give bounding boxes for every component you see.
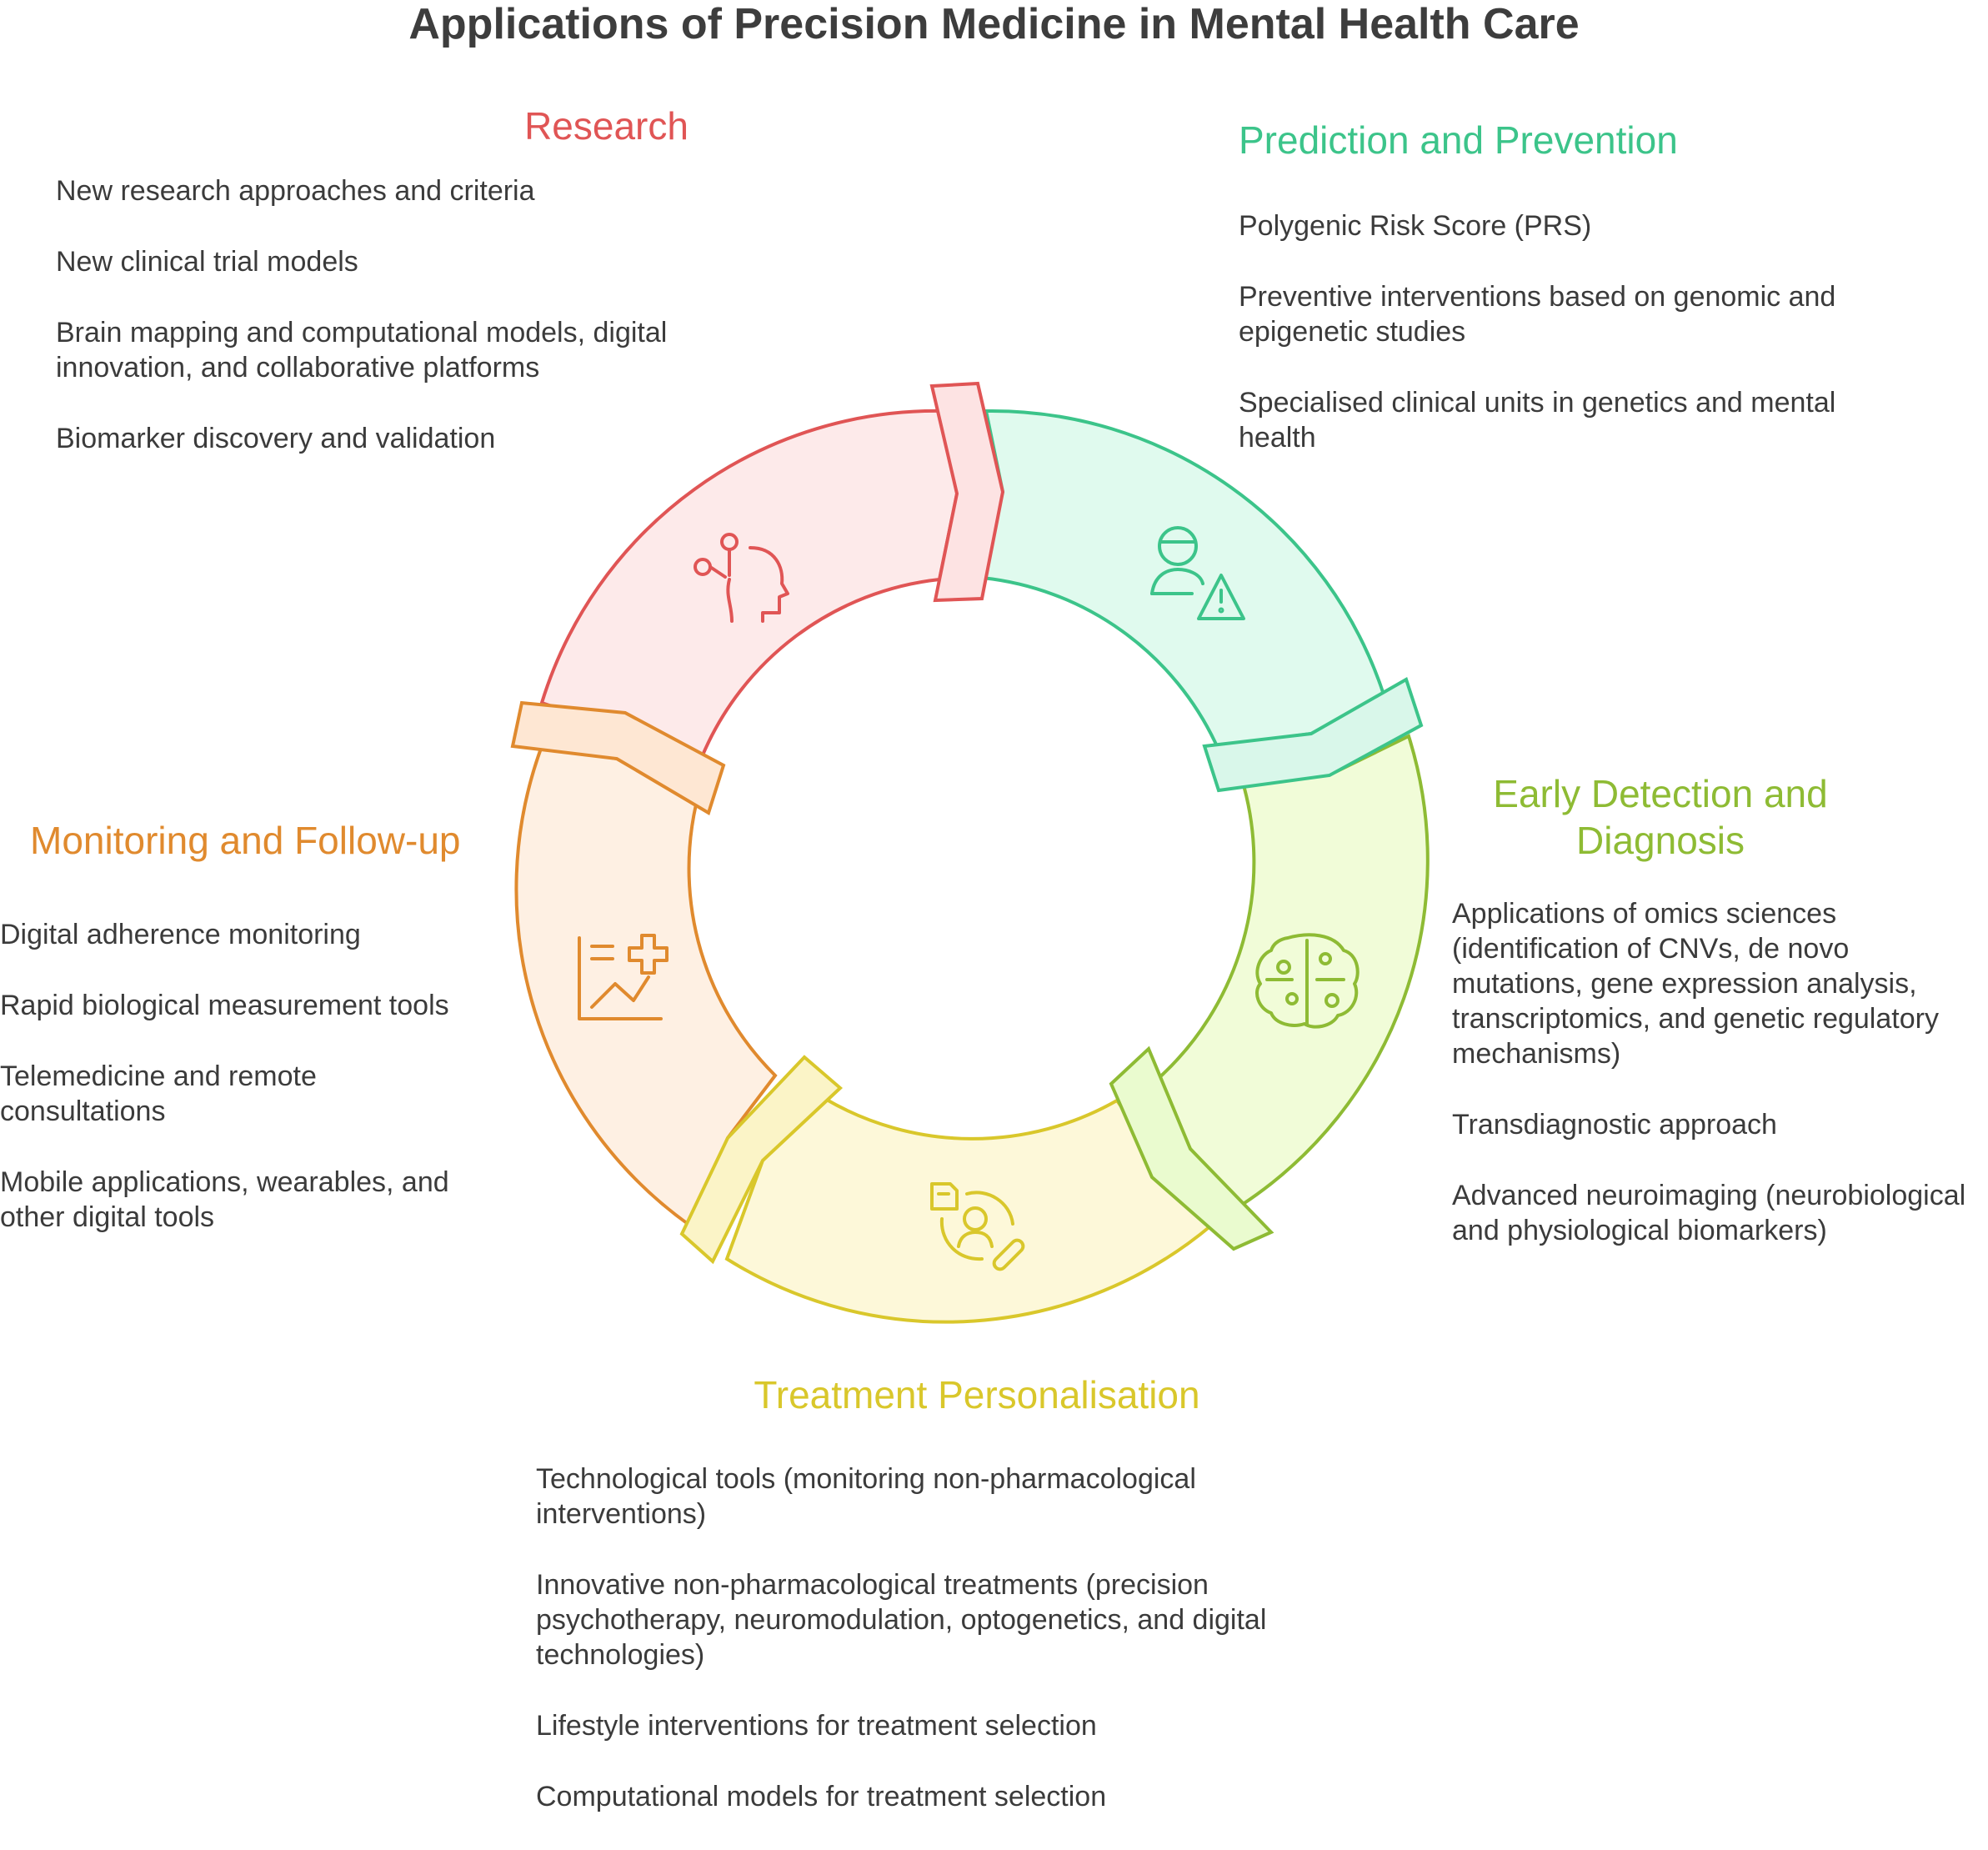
- list-item: Specialised clinical units in genetics a…: [1239, 387, 1836, 454]
- prediction-list: Polygenic Risk Score (PRS) Preventive in…: [1239, 208, 1839, 491]
- segment-prediction: [979, 409, 1386, 749]
- connector-monitoring-research: [510, 700, 726, 816]
- list-item: Digital adherence monitoring: [0, 919, 361, 950]
- prediction-heading: Prediction and Prevention: [1239, 118, 1678, 162]
- list-item: New research approaches and criteria: [56, 175, 535, 207]
- person-warning-icon: [1150, 526, 1245, 620]
- segment-research: [539, 409, 964, 760]
- list-item: Preventive interventions based on genomi…: [1239, 281, 1836, 348]
- connector-research-prediction: [929, 381, 1005, 603]
- monitoring-heading: Monitoring and Follow-up: [30, 819, 461, 862]
- connector-treatment-monitoring: [679, 1055, 843, 1265]
- list-item: Applications of omics sciences (identifi…: [1452, 898, 1939, 1070]
- list-item: Telemedicine and remote consultations: [0, 1060, 317, 1127]
- brain-circuit-icon: [1255, 933, 1360, 1029]
- segment-monitoring: [514, 744, 778, 1229]
- research-heading: Research: [524, 104, 689, 148]
- segment-detection: [1154, 734, 1430, 1207]
- list-item: Computational models for treatment selec…: [536, 1781, 1107, 1812]
- head-nodes-icon: [694, 533, 789, 623]
- patient-pill-icon: [930, 1182, 1025, 1271]
- list-item: Transdiagnostic approach: [1452, 1109, 1777, 1141]
- treatment-list: Technological tools (monitoring non-phar…: [536, 1461, 1319, 1850]
- list-item: Rapid biological measurement tools: [0, 990, 449, 1021]
- detection-list: Applications of omics sciences (identifi…: [1452, 896, 1985, 1284]
- list-item: New clinical trial models: [56, 246, 358, 278]
- list-item: Lifestyle interventions for treatment se…: [536, 1710, 1097, 1742]
- treatment-heading: Treatment Personalisation: [754, 1373, 1200, 1416]
- monitoring-list: Digital adherence monitoring Rapid biolo…: [0, 917, 475, 1271]
- chart-health-icon: [578, 934, 669, 1020]
- connector-detection-treatment: [1109, 1045, 1274, 1251]
- list-item: Biomarker discovery and validation: [56, 423, 496, 454]
- research-list: New research approaches and criteria New…: [56, 173, 689, 492]
- connector-prediction-detection: [1202, 677, 1424, 793]
- list-item: Mobile applications, wearables, and othe…: [0, 1166, 449, 1233]
- list-item: Technological tools (monitoring non-phar…: [536, 1463, 1196, 1530]
- page-title: Applications of Precision Medicine in Me…: [408, 0, 1580, 48]
- list-item: Advanced neuroimaging (neurobiological a…: [1452, 1180, 1966, 1246]
- list-item: Polygenic Risk Score (PRS): [1239, 210, 1592, 242]
- list-item: Innovative non-pharmacological treatment…: [536, 1569, 1267, 1671]
- list-item: Brain mapping and computational models, …: [56, 317, 668, 384]
- detection-heading: Early Detection and Diagnosis: [1493, 772, 1828, 862]
